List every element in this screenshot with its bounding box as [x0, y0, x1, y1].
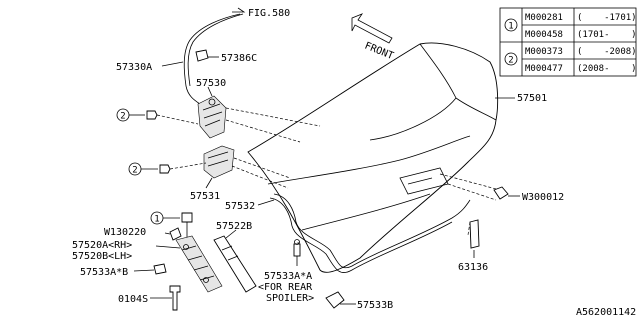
- table-group-2-number: 2: [508, 56, 513, 66]
- part-label-57330a: 57330A: [116, 62, 152, 73]
- bolt-callout-2-upper: 2: [116, 108, 199, 125]
- part-label-57533a-b: 57533A*B: [80, 267, 128, 278]
- table-range-cell: ( -1701): [577, 13, 637, 23]
- table-part-cell: M000281: [525, 13, 563, 23]
- part-label-57520a: 57520A<RH>: [72, 240, 132, 251]
- grommet-57533a-a: 57533A*A <FOR REAR SPOILER>: [258, 239, 314, 304]
- callout-2-lower: 2: [132, 166, 137, 176]
- part-label-0104s: 0104S: [118, 294, 148, 305]
- callout-circle-2: [504, 52, 518, 66]
- part-label-57533a-a: 57533A*A: [264, 271, 312, 282]
- note-for-rear: <FOR REAR: [258, 282, 313, 293]
- front-arrow: FRONT: [351, 13, 395, 62]
- cable-assembly: FIG.580 57330A: [116, 7, 290, 105]
- fastener-w300012: W300012: [493, 186, 564, 203]
- part-label-57501: 57501: [517, 93, 547, 104]
- table-part-cell: M000458: [525, 30, 563, 40]
- part-label-57522b: 57522B: [216, 221, 252, 232]
- latch-57530: 57530: [196, 78, 227, 139]
- trunk-lid-57501: 57501: [247, 42, 547, 273]
- table-part-cell: M000477: [525, 64, 563, 74]
- weatherstrip-57532: 57532: [225, 193, 471, 273]
- part-label-57531: 57531: [190, 191, 220, 202]
- table-range-cell: (2008- ): [577, 64, 637, 74]
- part-label-57520b: 57520B<LH>: [72, 251, 132, 262]
- part-label-w130220: W130220: [104, 227, 146, 238]
- callout-circle-1: [504, 18, 518, 32]
- part-label-w300012: W300012: [522, 192, 564, 203]
- part-label-57530: 57530: [196, 78, 226, 89]
- striker-57531: 57531: [190, 145, 235, 202]
- callout-2-upper: 2: [120, 112, 125, 122]
- clip-57386c: 57386C: [195, 49, 257, 64]
- fig-580-label: FIG.580: [248, 8, 290, 19]
- front-label: FRONT: [363, 41, 395, 62]
- part-label-57533b: 57533B: [357, 300, 393, 311]
- application-table: 1 2 M000281 ( -1701) M000458 (1701- ) M0…: [499, 7, 637, 77]
- note-spoiler: SPOILER>: [266, 293, 314, 304]
- diagram-code: A562001142: [576, 307, 636, 318]
- table-group-1-number: 1: [508, 22, 513, 32]
- hinge-assembly: 1 W130220 57520A<RH> 57520B<LH> 57522B 5…: [72, 211, 257, 311]
- table-range-cell: (1701- ): [577, 30, 637, 40]
- pad-63136: 63136: [458, 219, 488, 273]
- part-label-57532: 57532: [225, 201, 255, 212]
- table-part-cell: M000373: [525, 47, 563, 57]
- table-range-cell: ( -2008): [577, 47, 637, 57]
- bolt-callout-2-lower: 2: [128, 162, 207, 176]
- part-label-57386c: 57386C: [221, 53, 257, 64]
- bumper-57533b: 57533B: [325, 291, 393, 311]
- callout-1: 1: [154, 215, 159, 225]
- part-label-63136: 63136: [458, 262, 488, 273]
